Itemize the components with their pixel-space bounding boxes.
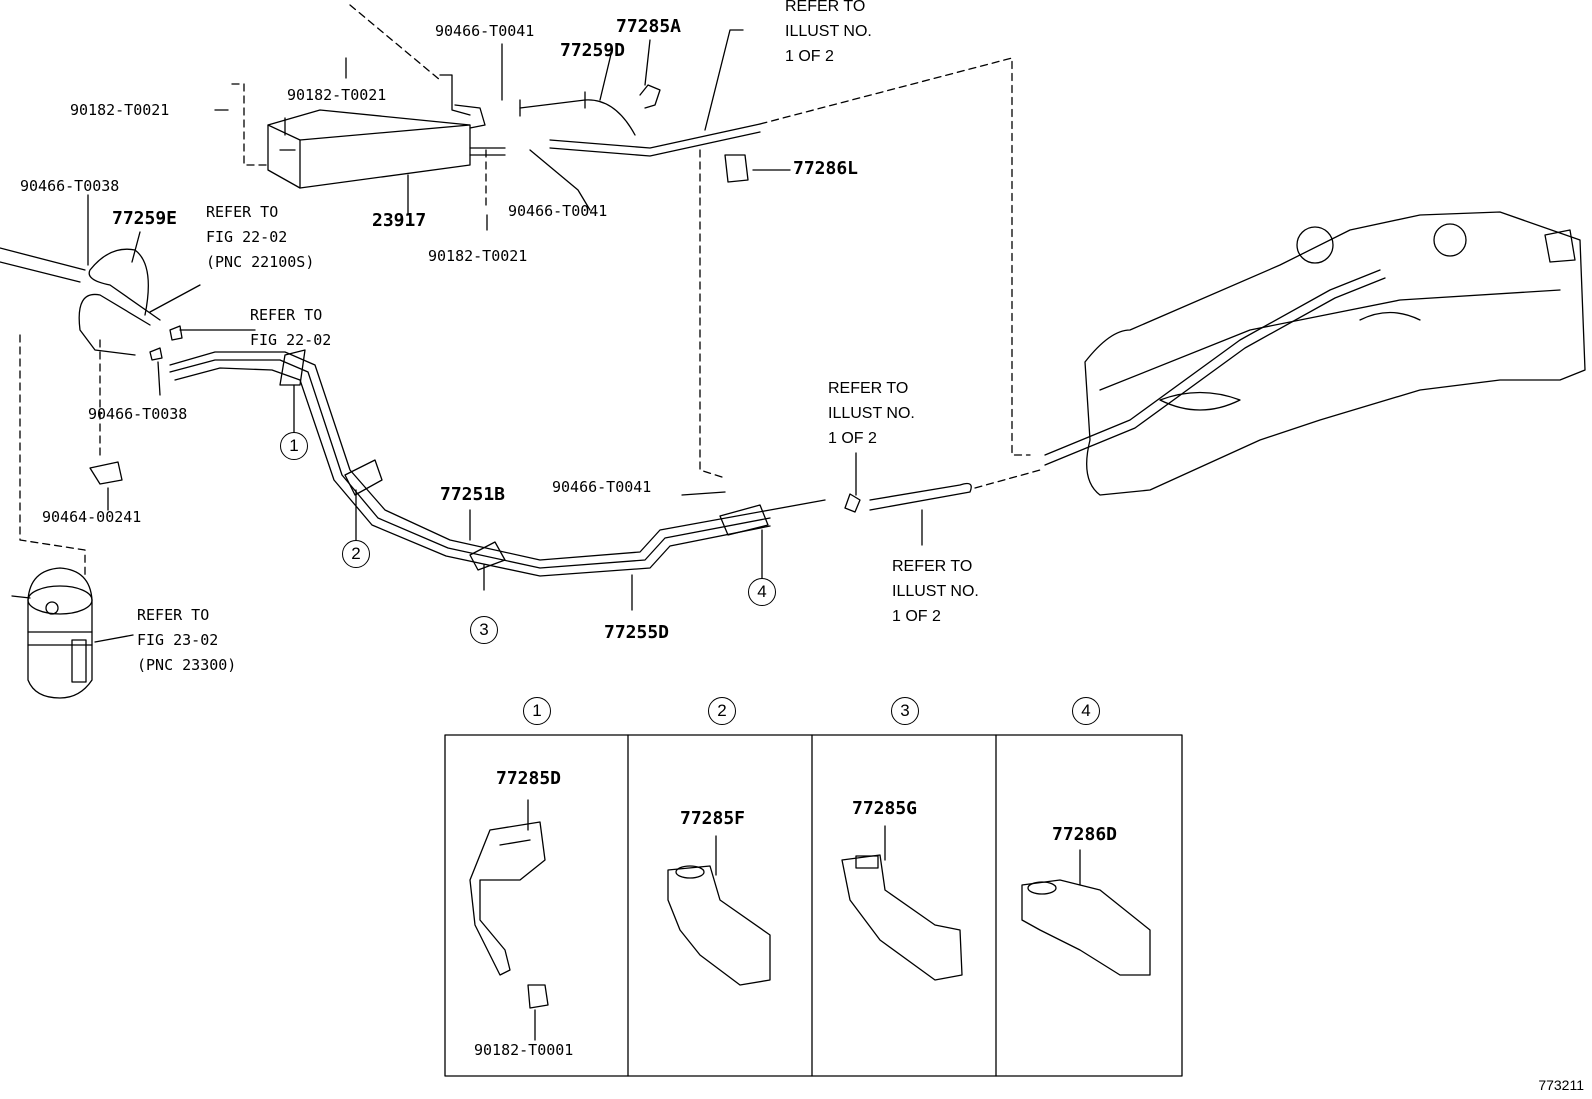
label-77259D: 77259D bbox=[560, 40, 626, 61]
detail-bracket-77285d bbox=[469, 821, 549, 1009]
fuel-lines bbox=[169, 351, 826, 577]
detail-header-4: 4 bbox=[1072, 697, 1100, 725]
label-77259E: 77259E bbox=[112, 208, 178, 229]
clip-77286l bbox=[724, 154, 749, 183]
clamp-77285a bbox=[639, 84, 661, 109]
fuel-filter bbox=[11, 567, 93, 699]
callout-3: 3 bbox=[470, 616, 498, 644]
label-77285G: 77285G bbox=[852, 798, 918, 819]
label-90466-T0041-top: 90466-T0041 bbox=[435, 22, 535, 40]
dashed-leaders bbox=[19, 4, 1041, 576]
label-77286L: 77286L bbox=[793, 158, 859, 179]
detail-header-1: 1 bbox=[523, 697, 551, 725]
breather-pipe bbox=[549, 123, 761, 149]
clamp-1 bbox=[279, 349, 306, 386]
canister-23917 bbox=[267, 74, 506, 189]
ref-illust-mid: REFER TO ILLUST NO. 1 OF 2 bbox=[828, 380, 915, 447]
ref-illust-top: REFER TO ILLUST NO. 1 OF 2 bbox=[785, 0, 872, 65]
label-77286D: 77286D bbox=[1052, 824, 1118, 845]
label-90182-T0021-left: 90182-T0021 bbox=[70, 101, 170, 119]
detail-header-2: 2 bbox=[708, 697, 736, 725]
detail-header-3: 3 bbox=[891, 697, 919, 725]
label-77285D: 77285D bbox=[496, 768, 562, 789]
hose-77259d bbox=[519, 99, 636, 136]
ref-fig-23-02-pnc: REFER TO FIG 23-02 (PNC 23300) bbox=[137, 606, 237, 674]
callout-4: 4 bbox=[748, 578, 776, 606]
label-77285F: 77285F bbox=[680, 808, 746, 829]
detail-clamp-77285g bbox=[841, 854, 963, 981]
detail-clamp-77286d bbox=[1021, 879, 1151, 976]
label-77285A: 77285A bbox=[616, 16, 682, 37]
label-77251B: 77251B bbox=[440, 484, 506, 505]
label-90466-T0041-mid: 90466-T0041 bbox=[508, 202, 608, 220]
label-90466-T0038-top: 90466-T0038 bbox=[20, 177, 120, 195]
label-90464-00241: 90464-00241 bbox=[42, 508, 142, 526]
detail-table bbox=[444, 734, 1183, 1077]
detail-clamp-77285f bbox=[667, 865, 771, 986]
hose-77259e bbox=[78, 293, 151, 356]
label-90466-T0041-lower: 90466-T0041 bbox=[552, 478, 652, 496]
figure-number: 773211 bbox=[1538, 1077, 1584, 1093]
ref-fig-22-02: REFER TO FIG 22-02 bbox=[250, 306, 332, 349]
clamp-4 bbox=[719, 504, 769, 536]
clamp-90464-00241 bbox=[89, 461, 123, 485]
callout-1: 1 bbox=[280, 432, 308, 460]
label-90466-T0038-bottom: 90466-T0038 bbox=[88, 405, 188, 423]
callout-2: 2 bbox=[342, 540, 370, 568]
label-90182-T0001: 90182-T0001 bbox=[474, 1041, 574, 1059]
label-90182-T0021-top: 90182-T0021 bbox=[287, 86, 387, 104]
clamp-2 bbox=[344, 459, 383, 496]
label-23917: 23917 bbox=[372, 210, 427, 231]
tank-hose bbox=[869, 482, 972, 511]
label-77255D: 77255D bbox=[604, 622, 670, 643]
label-90182-T0021-bottom: 90182-T0021 bbox=[428, 247, 528, 265]
ref-illust-lower: REFER TO ILLUST NO. 1 OF 2 bbox=[892, 558, 979, 625]
ref-fig-22-02-pnc: REFER TO FIG 22-02 (PNC 22100S) bbox=[206, 203, 315, 271]
label-leaders bbox=[87, 29, 1081, 1041]
fuel-tank bbox=[1044, 211, 1586, 496]
clamp-3 bbox=[469, 541, 506, 571]
